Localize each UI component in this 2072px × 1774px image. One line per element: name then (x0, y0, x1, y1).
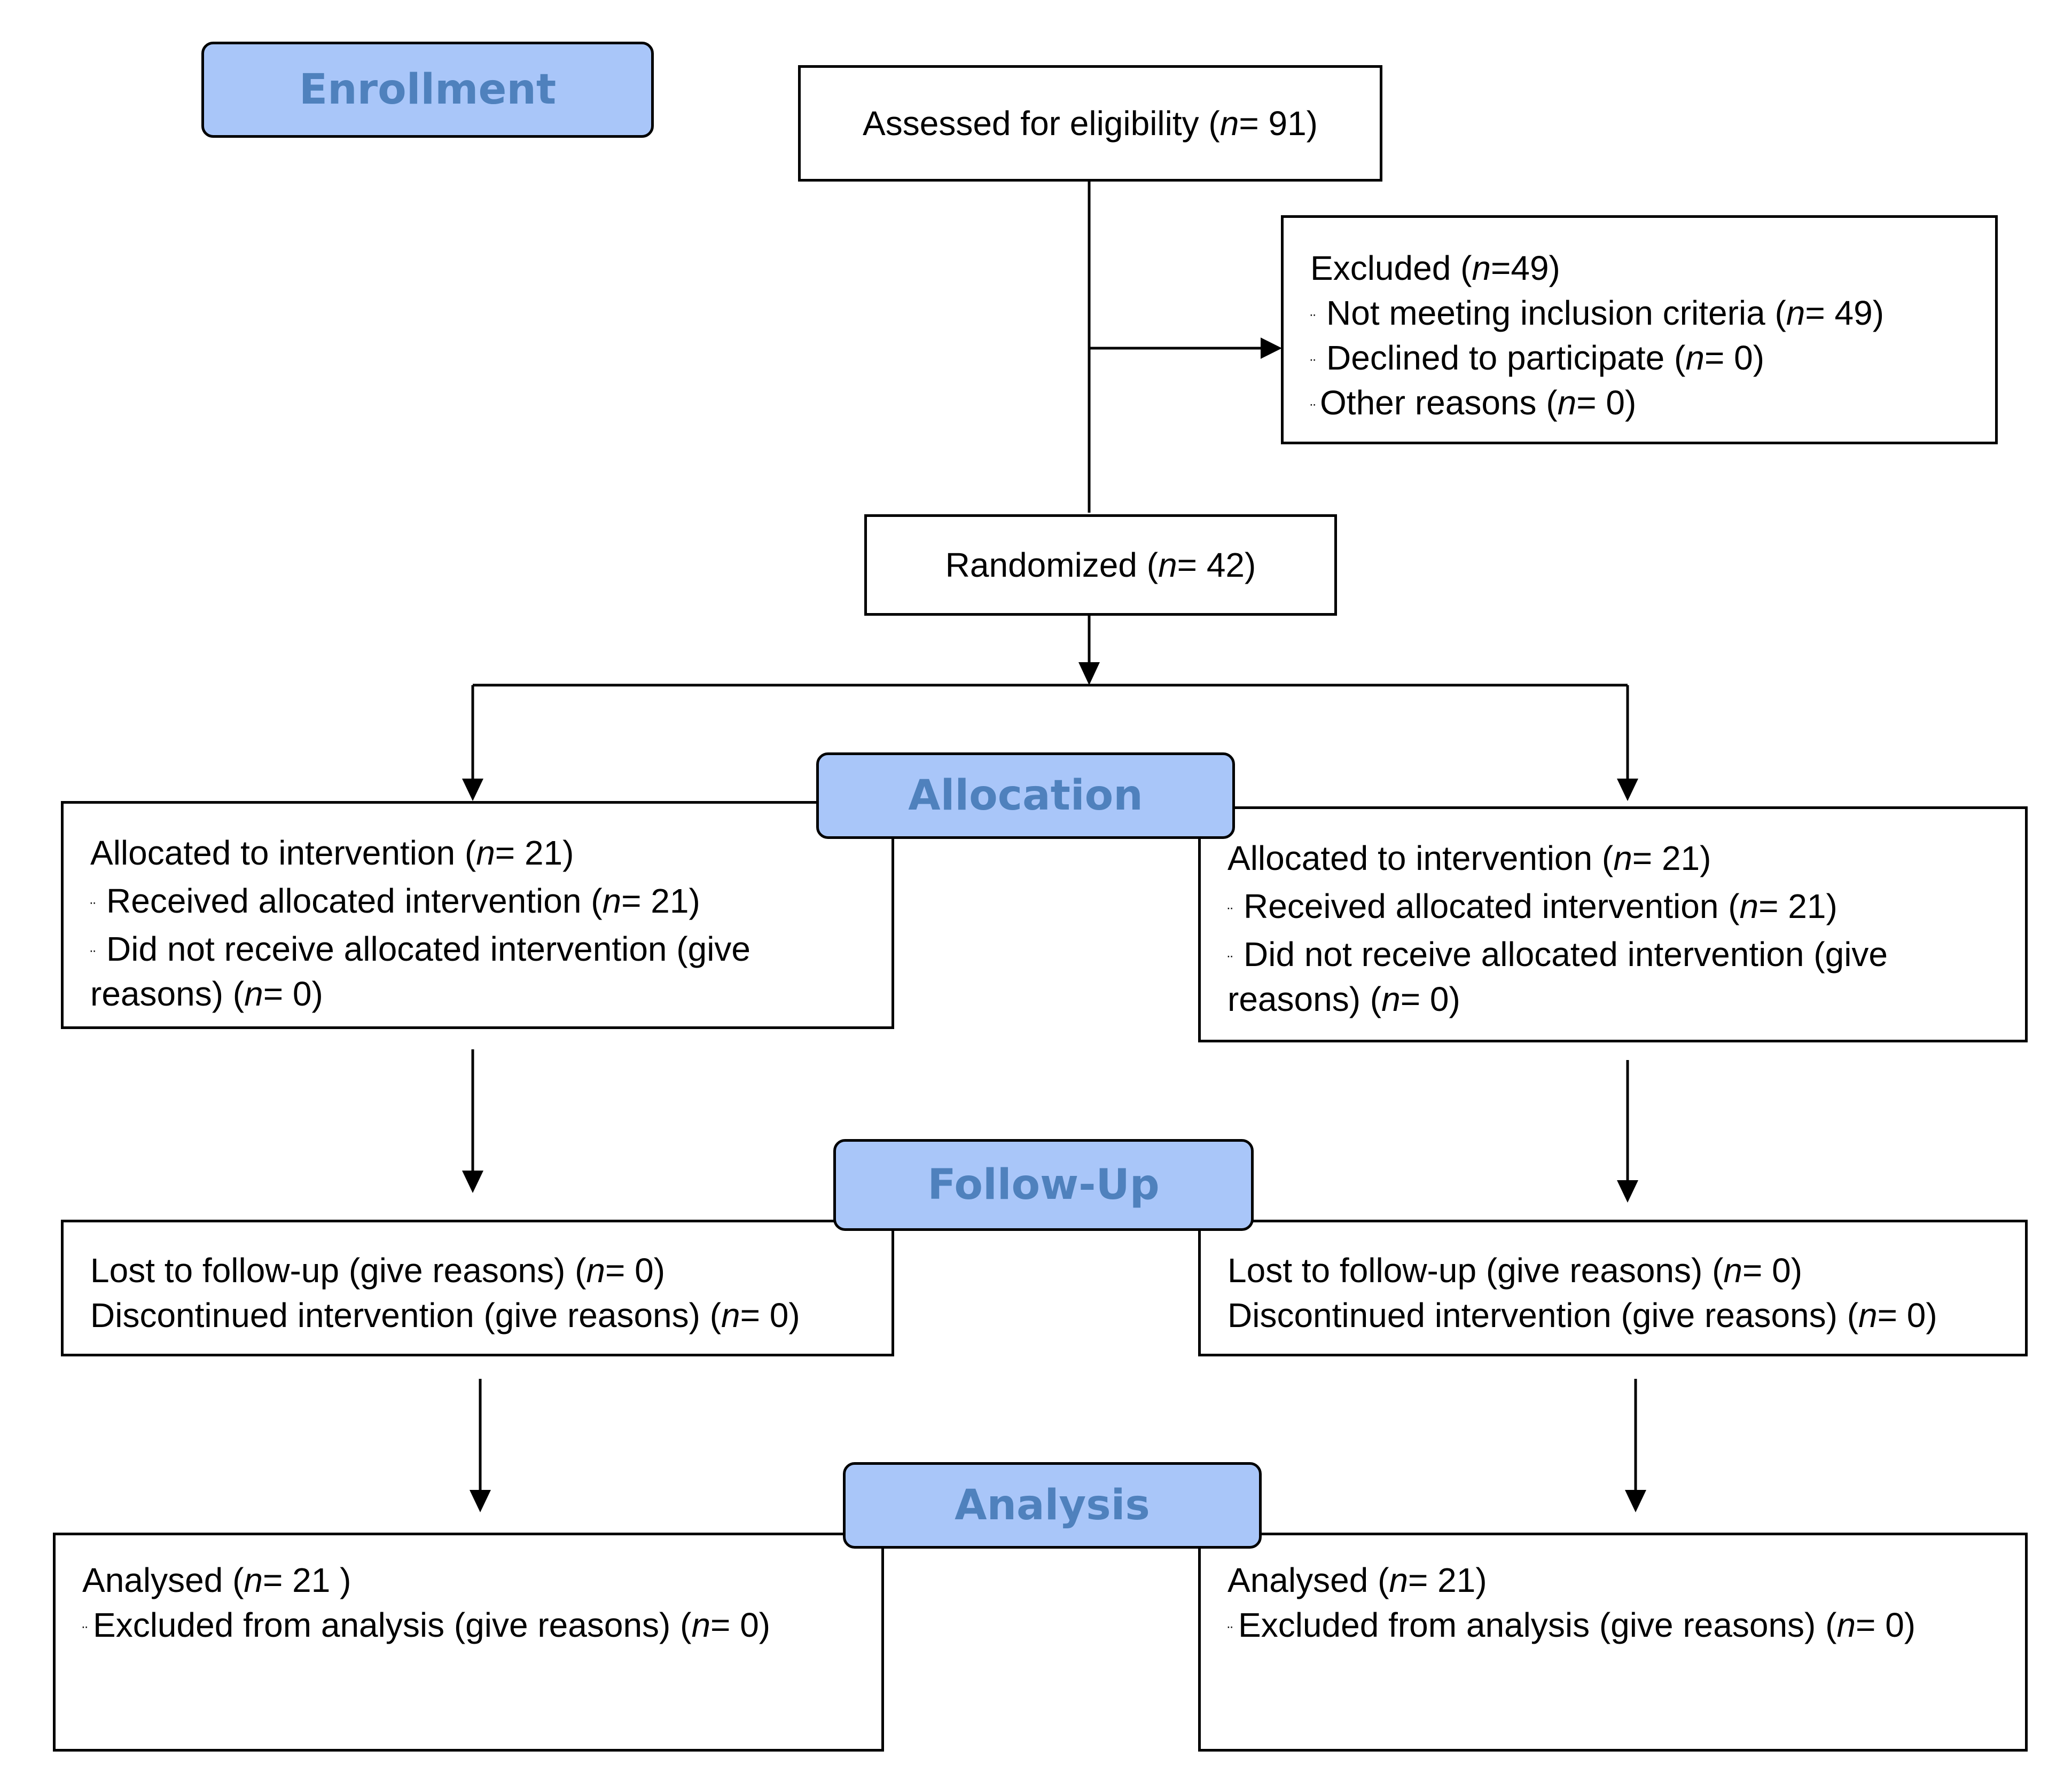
followup-right-lost: Lost to follow-up (give reasons) (n= 0) (1227, 1251, 1803, 1290)
analysis-left-title: Analysed (n= 21 ) (82, 1561, 351, 1599)
analysis-right-box: Analysed (n= 21) ¨Excluded from analysis… (1198, 1533, 2028, 1752)
bullet-marker: ¨ (90, 947, 96, 965)
allocation-left-box: Allocated to intervention (n= 21) ¨Recei… (61, 801, 894, 1029)
arrowhead-right-followup (1617, 1180, 1638, 1203)
randomized-box: Randomized (n= 42) (864, 514, 1337, 616)
stage-enrollment-text: Enrollment (299, 66, 557, 114)
allocation-right-not-received-reasons: reasons) (n= 0) (1227, 980, 1460, 1018)
allocation-right-title: Allocated to intervention (n= 21) (1227, 839, 1711, 877)
followup-left-lost: Lost to follow-up (give reasons) (n= 0) (90, 1251, 666, 1290)
assessed-text: Assessed for eligibility (n= 91) (863, 104, 1318, 143)
stage-allocation-text: Allocation (908, 772, 1143, 820)
analysis-left-box: Analysed (n= 21 ) ¨Excluded from analysi… (53, 1533, 884, 1752)
bullet-marker: ¨ (90, 899, 96, 917)
bullet-marker: ¨ (1310, 311, 1316, 329)
excluded-box: Excluded (n=49) ¨Not meeting inclusion c… (1281, 215, 1998, 444)
arrowhead-left-analysis (470, 1490, 491, 1512)
bullet-marker: ¨ (1310, 401, 1316, 419)
analysis-right-title: Analysed (n= 21) (1227, 1561, 1487, 1599)
stage-followup-label: Follow-Up (833, 1139, 1254, 1231)
followup-right-box: Lost to follow-up (give reasons) (n= 0) … (1198, 1220, 2028, 1356)
allocation-left-not-received: ¨Did not receive allocated intervention … (90, 930, 750, 968)
stage-enrollment-label: Enrollment (201, 42, 654, 138)
stage-analysis-label: Analysis (843, 1462, 1262, 1549)
arrowhead-right-analysis (1625, 1490, 1646, 1512)
allocation-right-box: Allocated to intervention (n= 21) ¨Recei… (1198, 806, 2028, 1042)
bullet-marker: ¨ (1227, 953, 1233, 970)
arrowhead-randomized (1078, 662, 1100, 685)
randomized-text: Randomized (n= 42) (945, 546, 1256, 584)
followup-left-box: Lost to follow-up (give reasons) (n= 0) … (61, 1220, 894, 1356)
allocation-left-not-received-reasons: reasons) (n= 0) (90, 975, 323, 1013)
bullet-marker: ¨ (1227, 1623, 1233, 1641)
bullet-marker: ¨ (82, 1623, 88, 1641)
bullet-marker: ¨ (1310, 356, 1316, 374)
followup-left-discontinued: Discontinued intervention (give reasons)… (90, 1296, 800, 1335)
assessed-box: Assessed for eligibility (n= 91) (798, 65, 1382, 182)
arrowhead-right-alloc (1617, 779, 1638, 801)
analysis-left-excluded: ¨Excluded from analysis (give reasons) (… (82, 1606, 771, 1644)
arrowhead-excluded (1261, 337, 1282, 359)
excluded-title: Excluded (n=49) (1310, 249, 1560, 287)
excluded-item: ¨Declined to participate (n= 0) (1310, 339, 1764, 377)
stage-followup-text: Follow-Up (927, 1161, 1160, 1209)
allocation-left-received: ¨Received allocated intervention (n= 21) (90, 882, 700, 920)
excluded-item: ¨Not meeting inclusion criteria (n= 49) (1310, 294, 1885, 332)
arrowhead-left-followup (462, 1171, 483, 1193)
analysis-right-excluded: ¨Excluded from analysis (give reasons) (… (1227, 1606, 1916, 1644)
allocation-right-received: ¨Received allocated intervention (n= 21) (1227, 887, 1838, 925)
allocation-left-title: Allocated to intervention (n= 21) (90, 834, 574, 872)
followup-right-discontinued: Discontinued intervention (give reasons)… (1227, 1296, 1937, 1335)
arrowhead-left-alloc (462, 779, 483, 801)
stage-analysis-text: Analysis (955, 1481, 1150, 1529)
excluded-item: ¨Other reasons (n= 0) (1310, 383, 1637, 422)
allocation-right-not-received: ¨Did not receive allocated intervention … (1227, 935, 1888, 974)
stage-allocation-label: Allocation (816, 752, 1235, 839)
bullet-marker: ¨ (1227, 905, 1233, 922)
